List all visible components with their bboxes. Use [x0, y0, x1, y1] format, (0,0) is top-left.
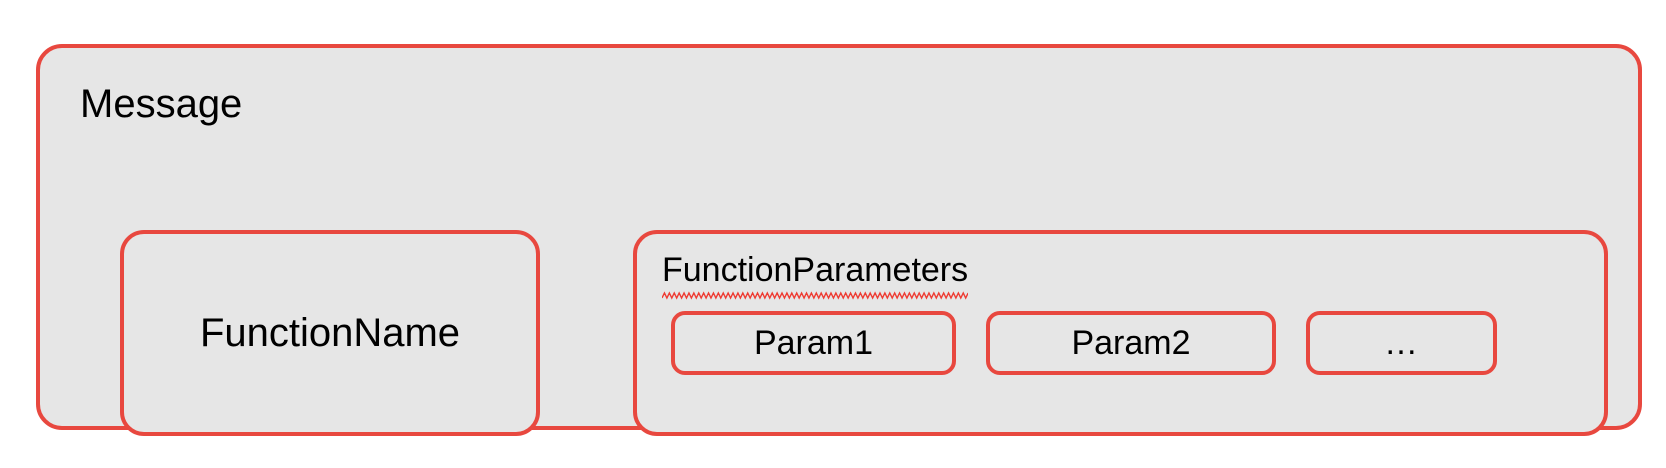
function-name-box[interactable]: FunctionName [120, 230, 540, 436]
function-parameters-label: FunctionParameters [662, 251, 969, 289]
param-box-2[interactable]: Param2 [986, 311, 1276, 375]
param-label-1: Param1 [753, 324, 874, 362]
param-row: Param1 Param2 … [637, 234, 1604, 432]
param-box-ellipsis[interactable]: … [1306, 311, 1497, 375]
message-container[interactable]: Message FunctionName FunctionParameters … [36, 44, 1642, 436]
function-parameters-box[interactable]: FunctionParameters Param1 Param2 … [633, 230, 1608, 436]
message-title-label: Message [80, 82, 243, 126]
param-label-2: Param2 [1071, 324, 1191, 362]
function-name-label: FunctionName [199, 311, 461, 355]
param-label-ellipsis: … [1384, 324, 1419, 362]
param-box-1[interactable]: Param1 [671, 311, 956, 375]
function-parameters-title-wrap: FunctionParameters [662, 250, 969, 300]
spellcheck-squiggle-underline [662, 291, 969, 300]
